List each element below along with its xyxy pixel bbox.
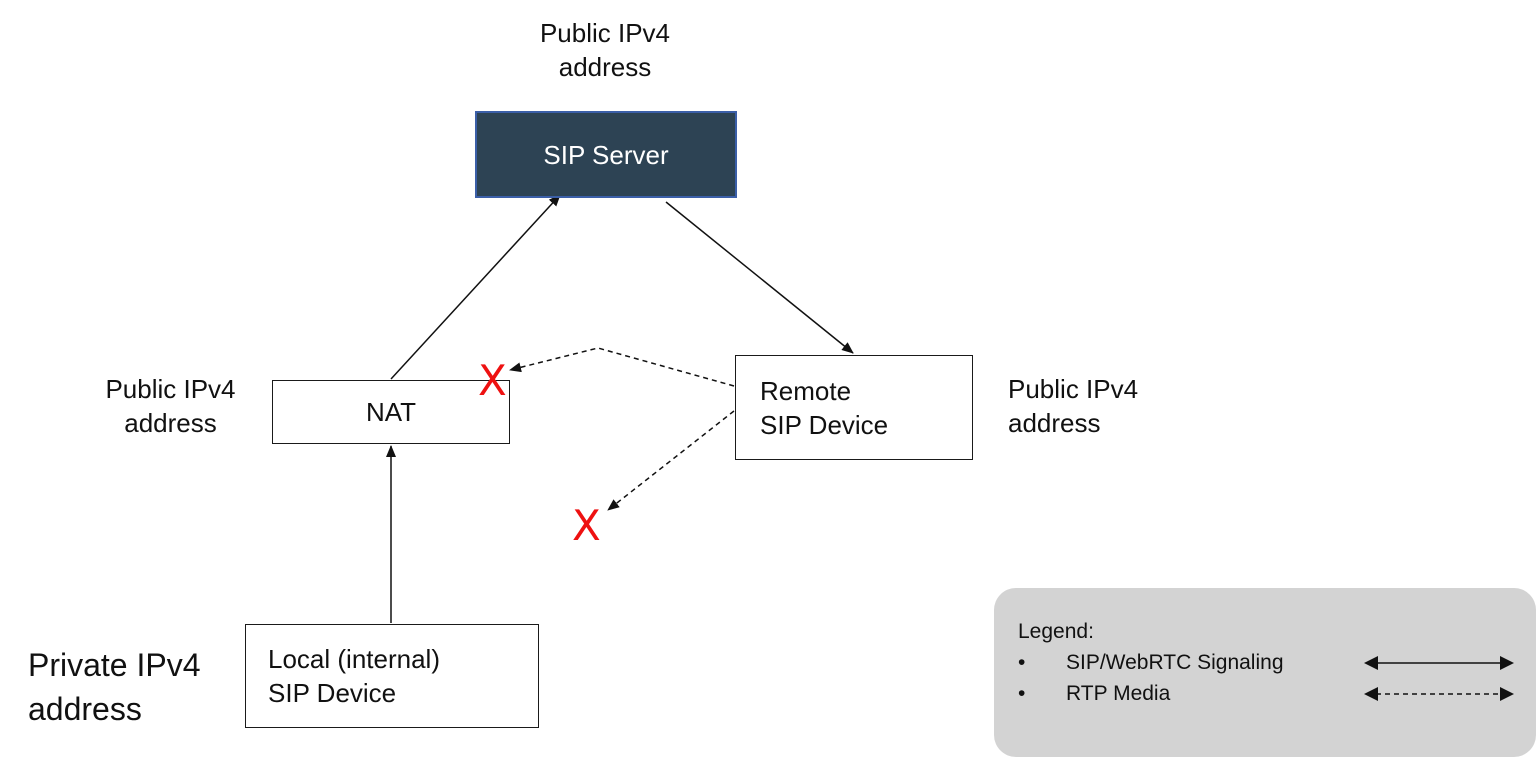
remote-address-label: Public IPv4 address [1008,374,1139,438]
legend-item-media: • RTP Media [1018,681,1518,707]
server-address-label: Public IPv4 address [539,18,671,82]
legend-bullet: • [1018,651,1026,674]
blocked-media-mark-nat: X [478,356,507,405]
nat-address-label: Public IPv4 address [105,374,236,438]
local-device-label-line2: SIP Device [268,678,397,708]
remote-sip-device-box: Remote SIP Device [735,355,973,460]
sip-server-box: SIP Server [475,111,737,198]
nat-box: NAT [272,380,510,444]
signaling-arrow-server-to-remote [665,201,854,354]
signaling-arrow-nat-to-server [390,194,561,380]
dashed-double-arrow-icon [1364,687,1514,701]
local-sip-device-box: Local (internal) SIP Device [245,624,539,728]
legend-item-signaling: • SIP/WebRTC Signaling [1018,650,1518,676]
media-arrow-remote-to-nat [509,347,735,387]
legend-box: Legend: • SIP/WebRTC Signaling • RTP Med… [994,588,1536,757]
remote-device-label-line1: Remote [760,376,852,406]
nat-label: NAT [365,397,417,427]
blocked-media-mark-local: X [572,501,601,550]
legend-item-label: SIP/WebRTC Signaling [1066,651,1284,674]
media-arrow-remote-to-local [607,410,735,511]
solid-double-arrow-icon [1364,656,1514,670]
sip-server-label: SIP Server [543,139,669,170]
legend-item-label: RTP Media [1066,682,1171,705]
legend-title: Legend: [1018,620,1094,643]
local-address-label: Private IPv4 address [28,647,201,727]
local-device-label-line1: Local (internal) [268,644,440,674]
legend-bullet: • [1018,682,1026,705]
remote-device-label-line2: SIP Device [760,410,889,440]
